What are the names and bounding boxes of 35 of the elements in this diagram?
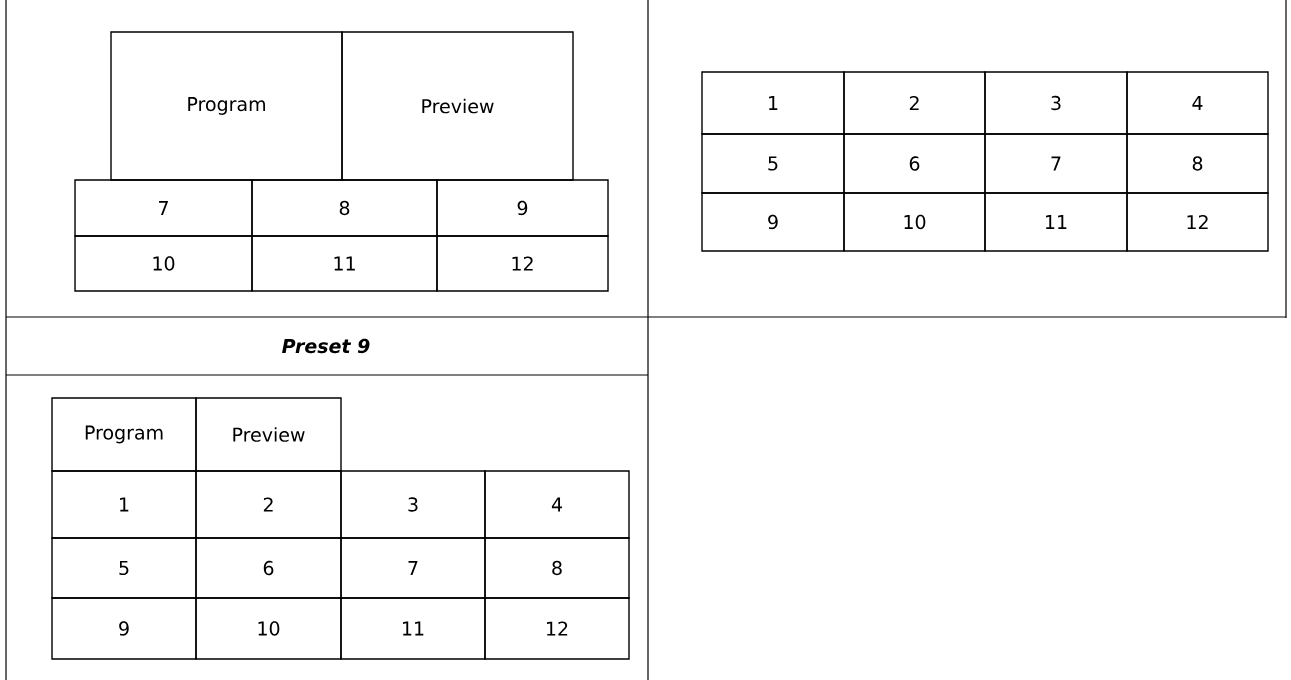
grid-cell: 2 bbox=[195, 470, 342, 539]
grid-cell: 5 bbox=[51, 537, 197, 599]
grid-cell: 5 bbox=[701, 133, 845, 194]
grid-cell: Program bbox=[110, 31, 343, 181]
grid-cell: 7 bbox=[74, 179, 253, 237]
grid-cell: 1 bbox=[51, 470, 197, 539]
grid-cell: 11 bbox=[984, 192, 1128, 252]
grid-cell: 7 bbox=[984, 133, 1128, 194]
grid-cell: 9 bbox=[701, 192, 845, 252]
grid-cell: 9 bbox=[51, 597, 197, 660]
grid-cell: 4 bbox=[1126, 71, 1269, 135]
grid-cell: 12 bbox=[484, 597, 630, 660]
grid-cell: 10 bbox=[195, 597, 342, 660]
grid-cell: 6 bbox=[195, 537, 342, 599]
grid-cell: 12 bbox=[436, 235, 609, 292]
grid-cell: Preview bbox=[195, 397, 342, 472]
grid-cell: 8 bbox=[484, 537, 630, 599]
grid-cell: 3 bbox=[340, 470, 486, 539]
grid-cell: 10 bbox=[74, 235, 253, 292]
grid-cell: 8 bbox=[1126, 133, 1269, 194]
grid-cell: 3 bbox=[984, 71, 1128, 135]
panel-heading: Preset 9 bbox=[282, 338, 370, 354]
grid-cell: 11 bbox=[251, 235, 438, 292]
grid-cell: Program bbox=[51, 397, 197, 472]
grid-cell: 12 bbox=[1126, 192, 1269, 252]
grid-cell: Preview bbox=[341, 31, 574, 181]
grid-cell: 1 bbox=[701, 71, 845, 135]
grid-cell: 10 bbox=[843, 192, 986, 252]
grid-cell: 8 bbox=[251, 179, 438, 237]
grid-cell: 6 bbox=[843, 133, 986, 194]
grid-cell: 2 bbox=[843, 71, 986, 135]
grid-cell: 7 bbox=[340, 537, 486, 599]
grid-cell: 4 bbox=[484, 470, 630, 539]
grid-cell: 9 bbox=[436, 179, 609, 237]
grid-cell: 11 bbox=[340, 597, 486, 660]
